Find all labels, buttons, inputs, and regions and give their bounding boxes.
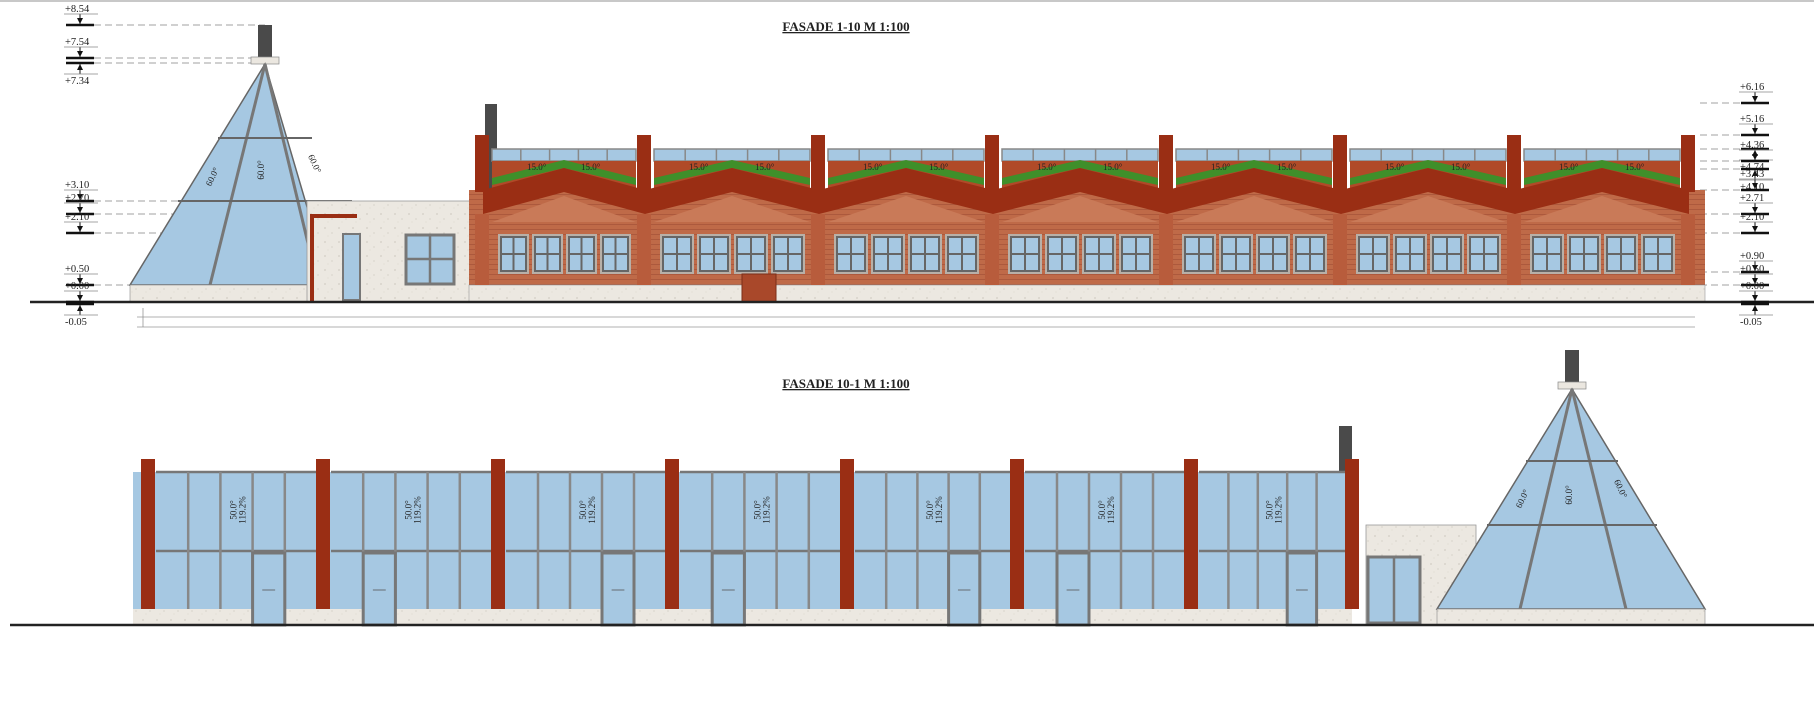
svg-text:15.0°: 15.0° bbox=[1385, 162, 1405, 172]
level-label: +3.10 bbox=[65, 180, 89, 191]
level-marker: +4.10 bbox=[1739, 167, 1773, 193]
dimension-chain bbox=[137, 308, 1695, 328]
svg-text:50.0°: 50.0° bbox=[753, 500, 763, 520]
main-building-bottom: 50.0°119.2%50.0°119.2%50.0°119.2%50.0°11… bbox=[133, 426, 1359, 627]
svg-text:119.2%: 119.2% bbox=[238, 496, 248, 524]
level-label: +0.90 bbox=[1740, 251, 1764, 262]
level-marker: +4.36 bbox=[1739, 140, 1773, 163]
svg-text:50.0°: 50.0° bbox=[925, 500, 935, 520]
svg-text:15.0°: 15.0° bbox=[755, 162, 775, 172]
level-marker: +3.10 bbox=[64, 180, 98, 203]
level-marker: +2.71 bbox=[1739, 193, 1773, 216]
svg-text:50.0°: 50.0° bbox=[1097, 500, 1107, 520]
level-label: +2.10 bbox=[1740, 212, 1764, 223]
level-lines bbox=[94, 24, 1741, 286]
svg-text:119.2%: 119.2% bbox=[1106, 496, 1116, 524]
level-label: +7.34 bbox=[65, 76, 90, 87]
svg-text:50.0°: 50.0° bbox=[578, 500, 588, 520]
svg-text:50.0°: 50.0° bbox=[229, 500, 239, 520]
level-label: +4.74 bbox=[1740, 162, 1765, 173]
level-marker: +0.90 bbox=[1739, 251, 1773, 274]
level-label: +7.54 bbox=[65, 37, 90, 48]
svg-text:15.0°: 15.0° bbox=[863, 162, 883, 172]
svg-text:119.2%: 119.2% bbox=[413, 496, 423, 524]
level-marker: +0.50 bbox=[64, 264, 98, 287]
svg-text:60.0°: 60.0° bbox=[1564, 485, 1574, 505]
annex-block bbox=[306, 200, 471, 303]
svg-text:60.0°: 60.0° bbox=[256, 160, 266, 180]
svg-text:15.0°: 15.0° bbox=[1211, 162, 1231, 172]
level-label: +2.10 bbox=[65, 212, 89, 223]
svg-text:119.2%: 119.2% bbox=[587, 496, 597, 524]
svg-text:15.0°: 15.0° bbox=[689, 162, 709, 172]
main-building-top: 15.0° 15.0° 15.0° 15.0° 15.0° 15.0° 15.0° 15.0°… bbox=[468, 104, 1706, 303]
svg-text:15.0°: 15.0° bbox=[1037, 162, 1057, 172]
svg-text:15.0°: 15.0° bbox=[929, 162, 949, 172]
level-label: +2.70 bbox=[65, 193, 89, 204]
level-label: +6.16 bbox=[1740, 82, 1764, 93]
level-label: +4.10 bbox=[1740, 182, 1764, 193]
level-label: +5.16 bbox=[1740, 114, 1764, 125]
svg-text:15.0°: 15.0° bbox=[1277, 162, 1297, 172]
level-marker: +8.54 bbox=[64, 4, 98, 27]
svg-text:119.2%: 119.2% bbox=[1274, 496, 1284, 524]
level-label: +0.50 bbox=[65, 264, 89, 275]
svg-text:50.0°: 50.0° bbox=[404, 500, 414, 520]
svg-text:60.0°: 60.0° bbox=[306, 153, 323, 175]
level-marker: -0.05 bbox=[64, 302, 98, 328]
svg-text:15.0°: 15.0° bbox=[1103, 162, 1123, 172]
level-label: -0.05 bbox=[1740, 317, 1762, 328]
level-markers: +8.54 +7.54 +7.34 +3.10 +2.70 +2.10 +0.50 +0.00… bbox=[64, 4, 1773, 328]
facade-top: FASADE 1-10 M 1:100 60.0° 60.0° 60.0° bbox=[30, 4, 1814, 328]
level-marker: +5.16 bbox=[1739, 114, 1773, 137]
level-marker: +2.70 bbox=[64, 193, 98, 216]
level-label: +4.36 bbox=[1740, 140, 1764, 151]
level-marker: +0.50 bbox=[1739, 264, 1773, 287]
level-marker: +2.10 bbox=[64, 212, 98, 235]
level-marker: +6.16 bbox=[1739, 82, 1773, 105]
level-label: -0.05 bbox=[65, 317, 87, 328]
level-label: +0.50 bbox=[1740, 264, 1764, 275]
facade-bottom-title: FASADE 10-1 M 1:100 bbox=[782, 376, 909, 391]
level-label: +3.43 bbox=[1740, 169, 1764, 180]
level-marker: +7.34 bbox=[64, 61, 98, 87]
svg-text:119.2%: 119.2% bbox=[934, 496, 944, 524]
level-marker: +0.00 bbox=[64, 281, 98, 304]
level-label: +2.71 bbox=[1740, 193, 1764, 204]
svg-text:15.0°: 15.0° bbox=[581, 162, 601, 172]
level-label: +0.00 bbox=[65, 281, 89, 292]
facade-top-title: FASADE 1-10 M 1:100 bbox=[782, 19, 909, 34]
svg-text:15.0°: 15.0° bbox=[1559, 162, 1579, 172]
level-marker: +2.10 bbox=[1739, 212, 1773, 235]
level-label: +8.54 bbox=[65, 4, 90, 15]
svg-text:119.2%: 119.2% bbox=[762, 496, 772, 524]
level-marker: +0.00 bbox=[1739, 281, 1773, 304]
level-label: +0.00 bbox=[1740, 281, 1764, 292]
svg-text:15.0°: 15.0° bbox=[527, 162, 547, 172]
level-marker: +7.54 bbox=[64, 37, 98, 60]
glass-pyramid-bottom: 60.0° 60.0° 60.0° bbox=[1435, 350, 1707, 626]
level-marker: +3.43 bbox=[1739, 169, 1773, 192]
facade-bottom: FASADE 10-1 M 1:100 50.0°119.2%50.0°119.… bbox=[10, 350, 1814, 627]
svg-text:15.0°: 15.0° bbox=[1625, 162, 1645, 172]
sheet-top-border bbox=[0, 0, 1814, 2]
svg-text:15.0°: 15.0° bbox=[1451, 162, 1471, 172]
level-marker: -0.05 bbox=[1739, 302, 1773, 328]
svg-text:50.0°: 50.0° bbox=[1265, 500, 1275, 520]
